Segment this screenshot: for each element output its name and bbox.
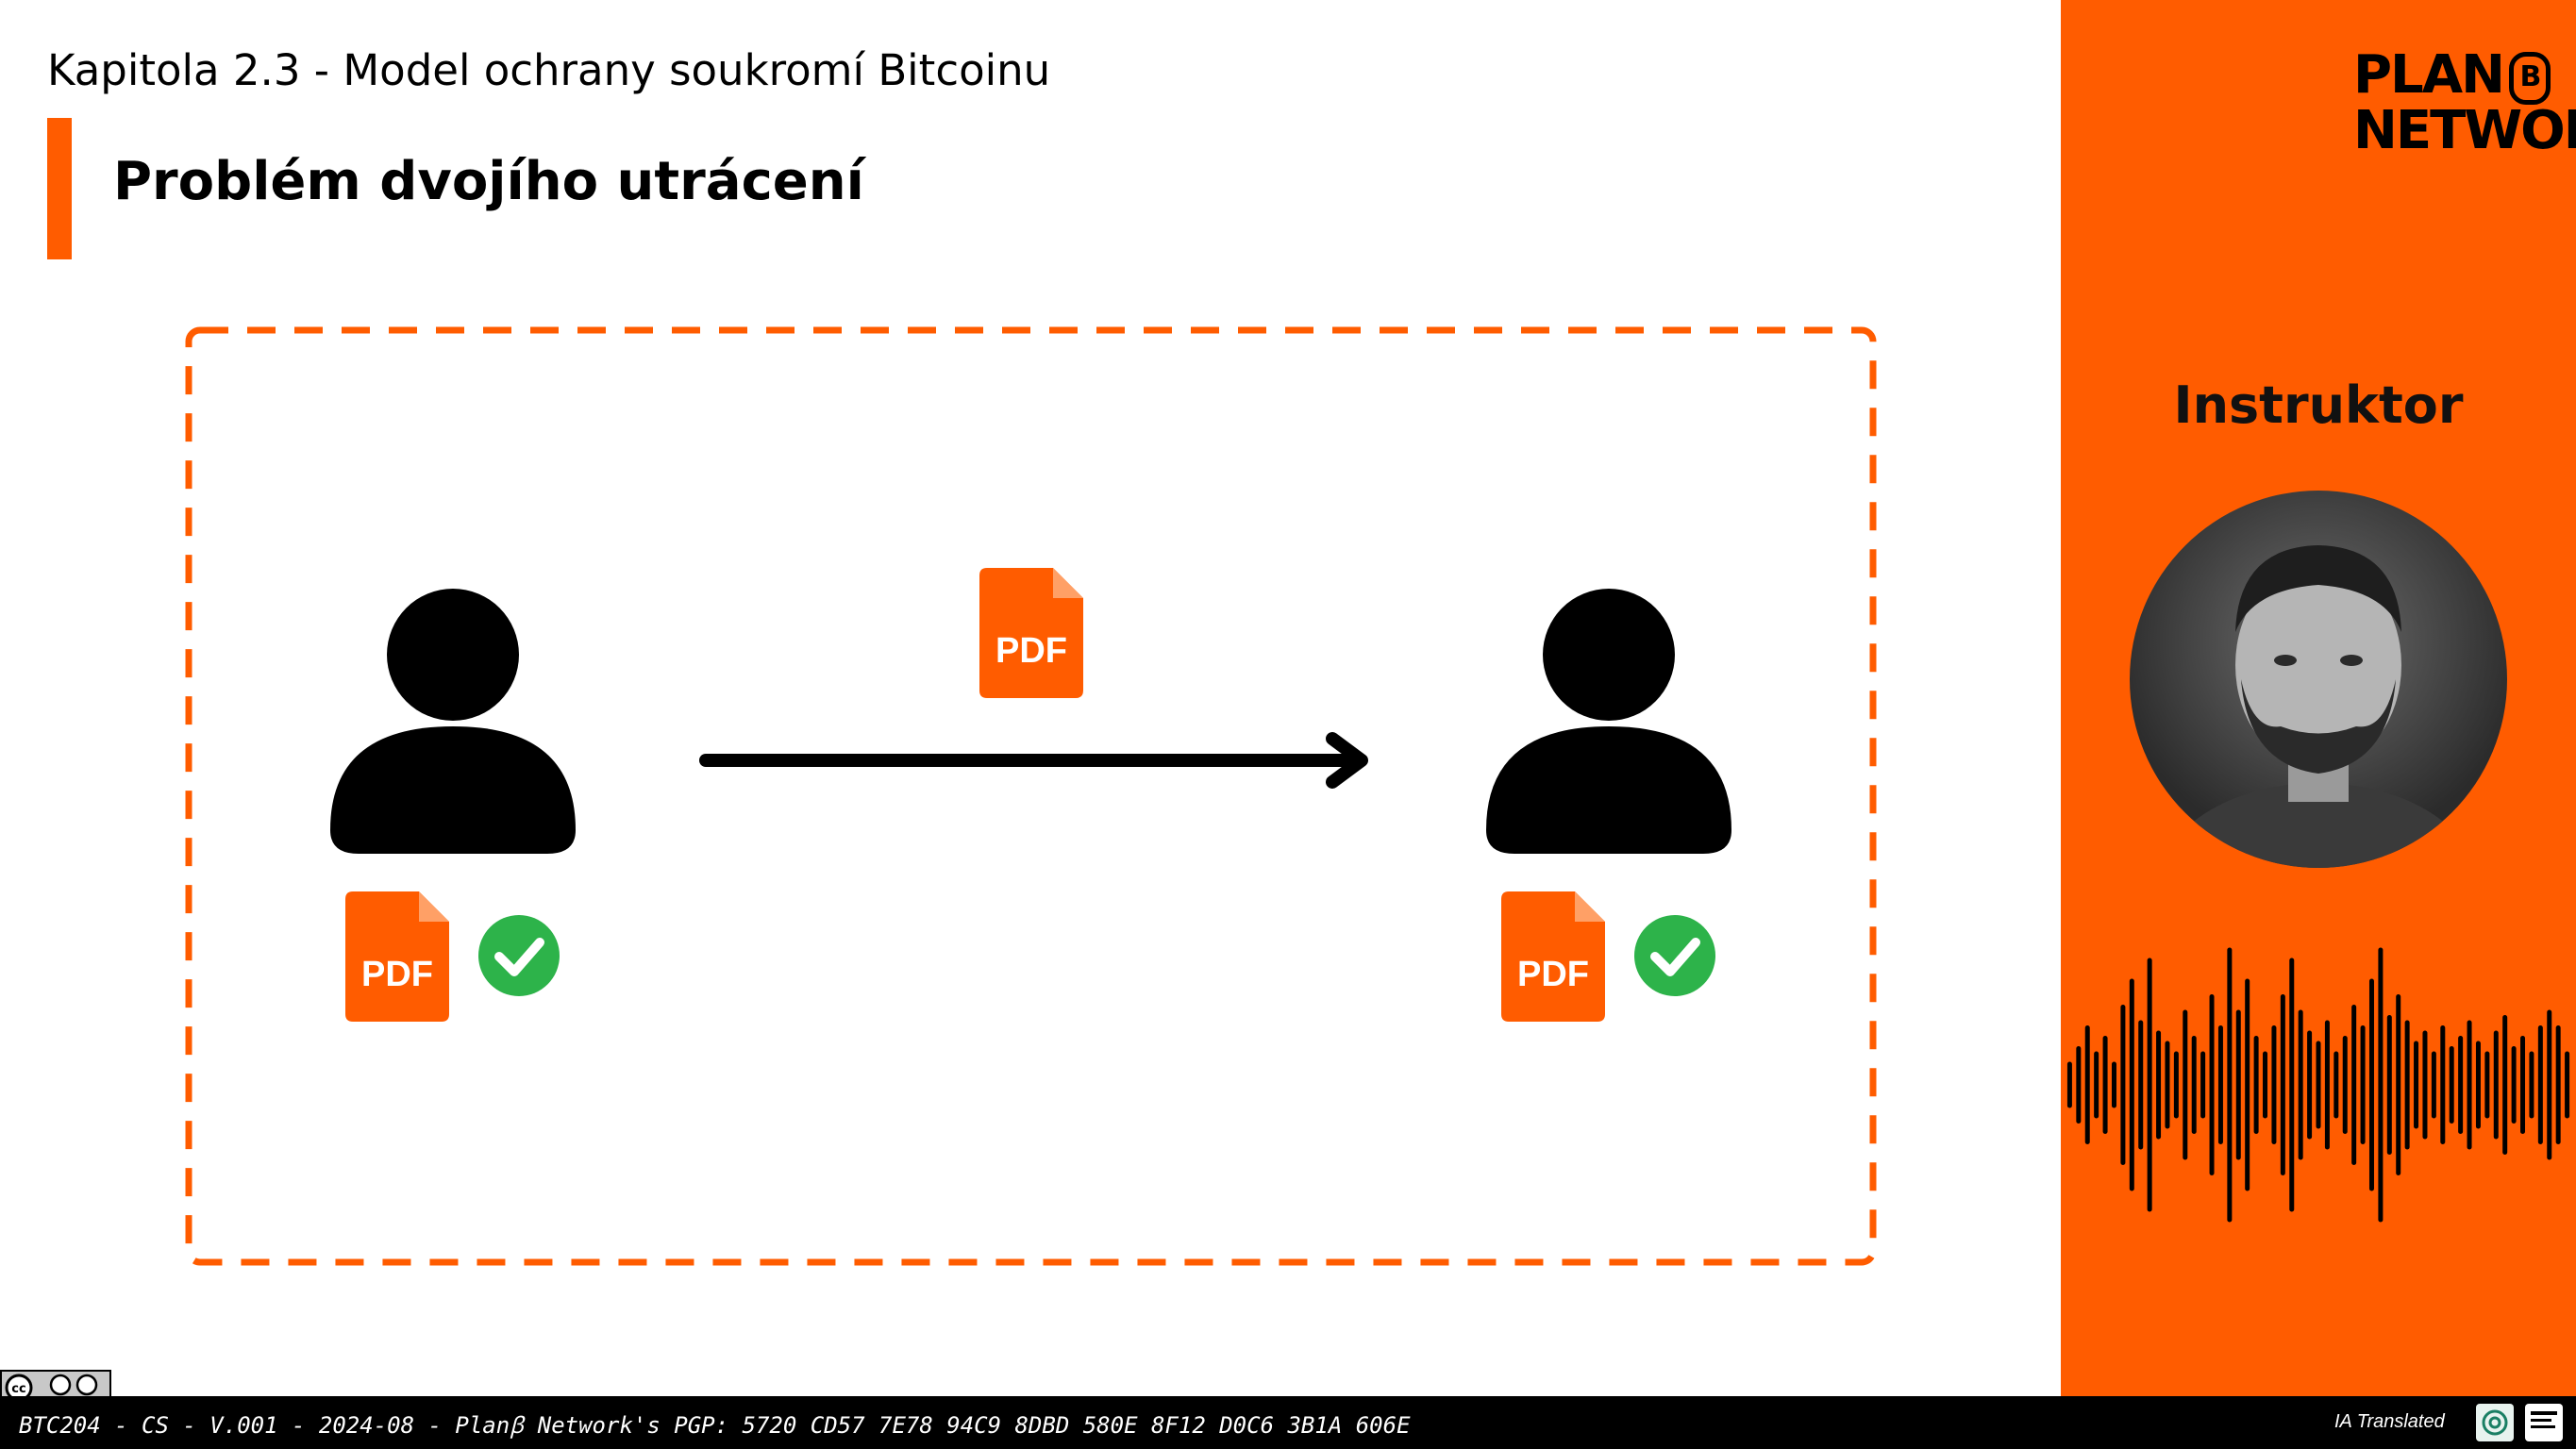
- svg-text:cc: cc: [11, 1382, 25, 1396]
- instructor-portrait-icon: [2160, 545, 2477, 868]
- pdf-label: PDF: [1517, 955, 1589, 994]
- audio-waveform: [2066, 947, 2570, 1223]
- footer-bar: BTC204 - CS - V.001 - 2024-08 - Planꞵ Ne…: [0, 1396, 2576, 1449]
- pdf-document-icon-receiver: PDF: [1501, 891, 1605, 1022]
- bitcoin-b-logo-icon: B: [2508, 51, 2551, 105]
- checkmark-icon-sender: [478, 915, 560, 996]
- chapter-title: Kapitola 2.3 - Model ochrany soukromí Bi…: [47, 45, 1051, 95]
- pdf-label: PDF: [995, 631, 1067, 671]
- instructor-avatar: [2130, 491, 2507, 868]
- dashed-frame: [185, 326, 1877, 1266]
- partner-logo-icon: [2525, 1404, 2563, 1441]
- slide-title: Problém dvojího utrácení: [113, 151, 864, 212]
- instructor-label: Instruktor: [2173, 375, 2464, 435]
- sender-person-icon: [330, 589, 576, 854]
- footer-pgp-text: BTC204 - CS - V.001 - 2024-08 - Planꞵ Ne…: [19, 1412, 1411, 1439]
- receiver-person-icon: [1486, 589, 1731, 854]
- pdf-document-icon-transfer: PDF: [979, 568, 1083, 698]
- double-spend-diagram: PDF PDF PDF: [185, 326, 1877, 1266]
- ia-translated-label: IA Translated: [2334, 1411, 2445, 1432]
- transfer-arrow-icon: [699, 732, 1368, 789]
- pdf-document-icon-sender: PDF: [345, 891, 449, 1022]
- title-accent-bar: [47, 118, 72, 259]
- pdf-label: PDF: [361, 955, 433, 994]
- checkmark-icon-receiver: [1634, 915, 1715, 996]
- openai-icon: [2476, 1404, 2514, 1441]
